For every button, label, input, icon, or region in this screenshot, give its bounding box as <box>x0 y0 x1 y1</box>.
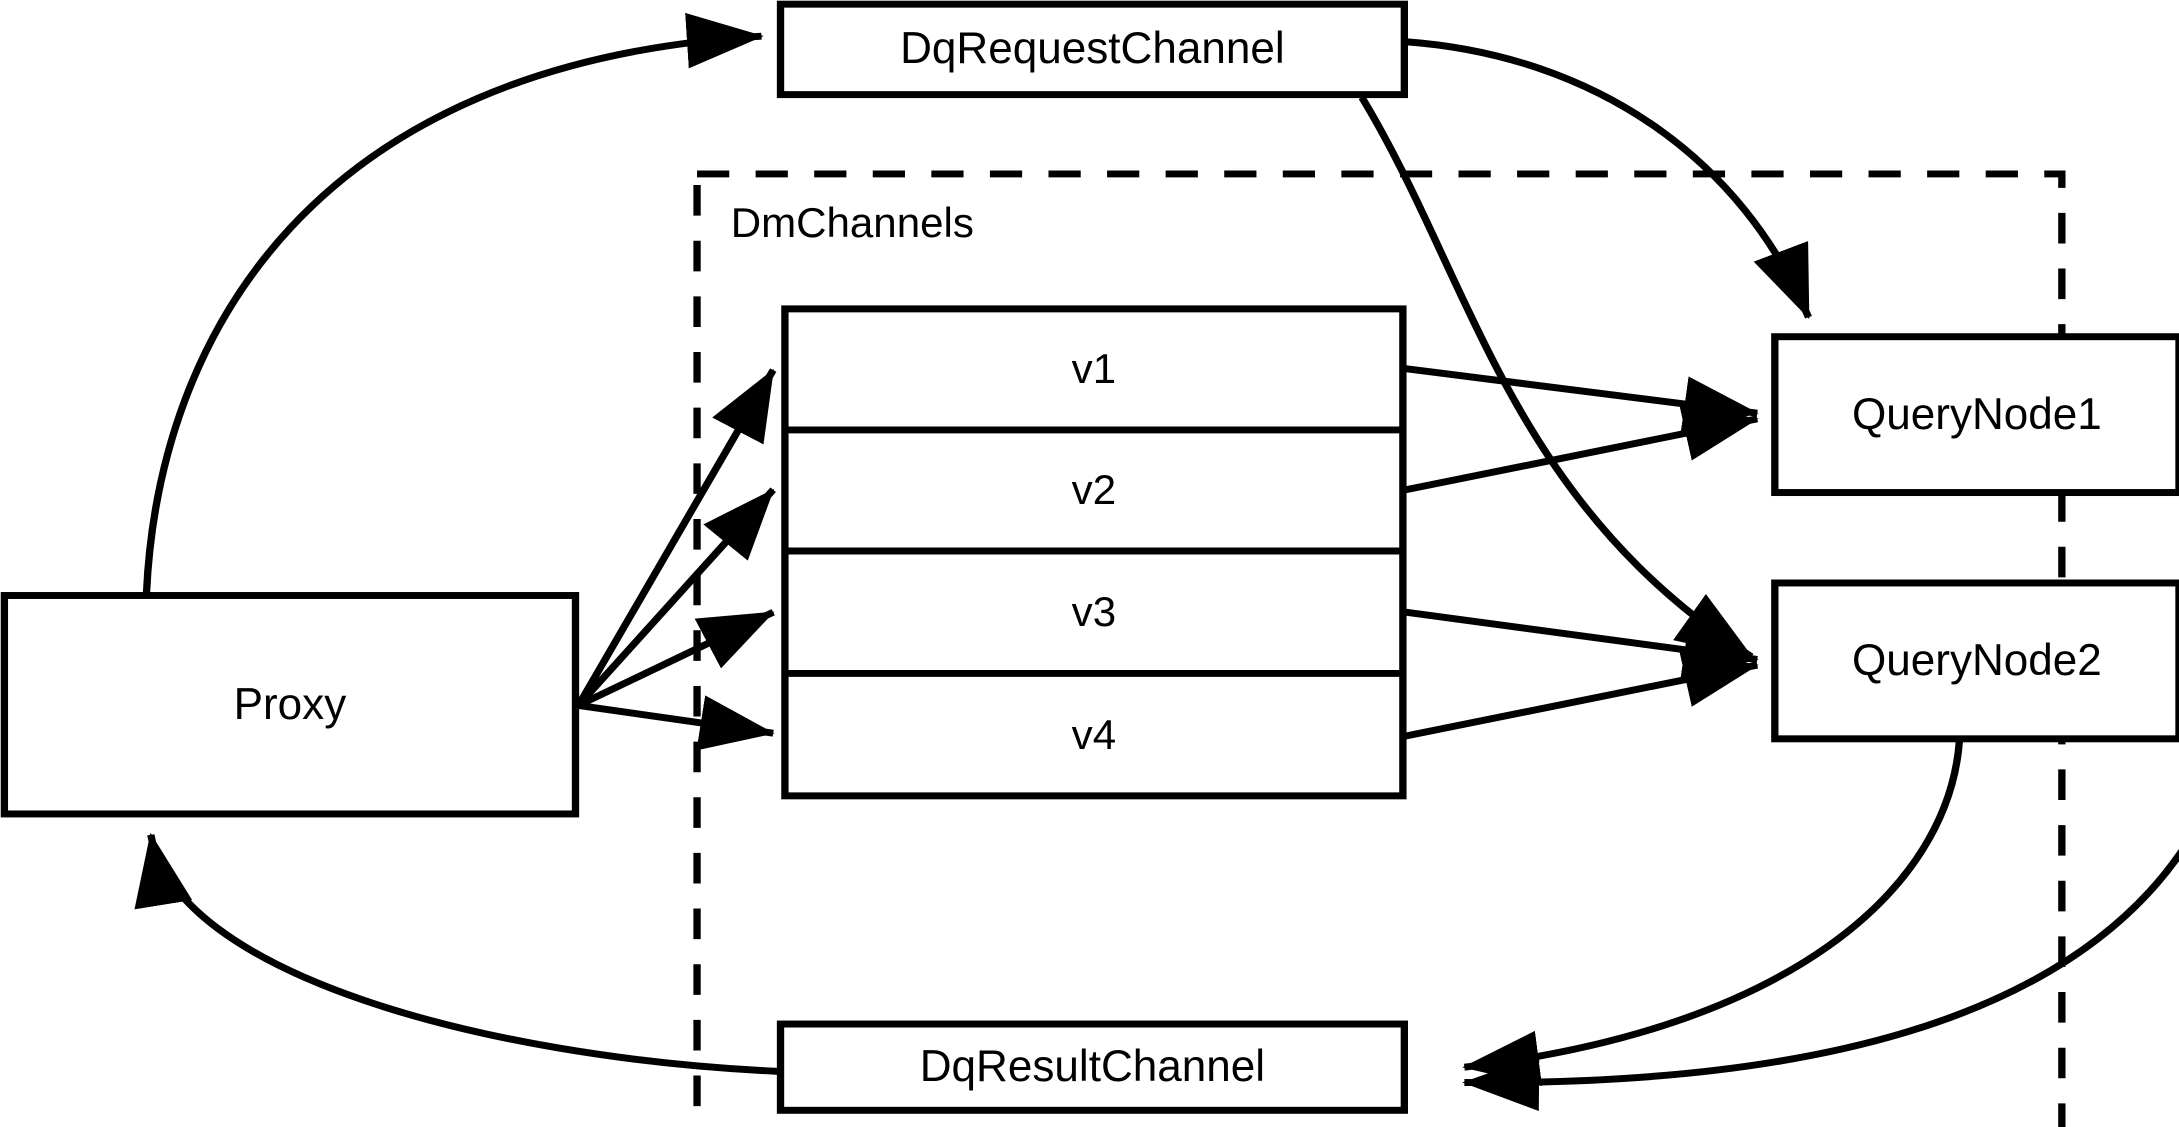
group-dm-channels-box[interactable] <box>693 170 2066 1127</box>
edge-proxy-to-v4 <box>577 695 775 751</box>
edge-proxy-to-dq-request-channel <box>142 12 764 595</box>
node-dq-request-channel-box[interactable] <box>776 0 1409 99</box>
node-proxy-box[interactable] <box>0 592 580 818</box>
edge-dq-result-channel-to-proxy <box>134 832 778 1075</box>
edge-dq-request-channel-to-query-node-2 <box>1358 95 1754 660</box>
edge-query-node-2-to-dq-result-channel <box>1462 741 1963 1087</box>
edge-query-node-1-to-dq-result-channel <box>1462 346 2179 1111</box>
edge-proxy-to-v1 <box>575 368 777 708</box>
node-dq-result-channel-box[interactable] <box>776 1020 1409 1114</box>
edge-proxy-to-v2 <box>575 487 776 708</box>
node-query-node-1-box[interactable] <box>1771 333 2179 497</box>
group-dm-channels-label: DmChannels <box>730 198 974 246</box>
edge-v3-to-query-node-2 <box>1405 608 1759 678</box>
edge-proxy-to-v3 <box>576 609 775 709</box>
edge-v1-to-query-node-1 <box>1405 365 1759 432</box>
edge-v2-to-query-node-1 <box>1405 406 1759 494</box>
node-query-node-2-box[interactable] <box>1771 579 2179 743</box>
edge-dq-request-channel-to-query-node-1 <box>1405 38 1812 320</box>
edge-v4-to-query-node-2 <box>1405 652 1759 740</box>
